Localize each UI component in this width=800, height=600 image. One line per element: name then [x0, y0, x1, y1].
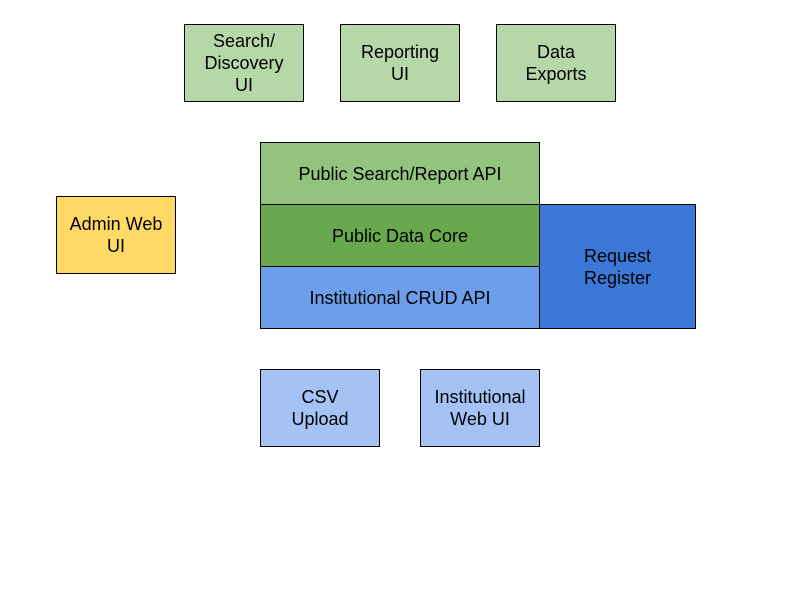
search-discovery-ui-box: Search/ Discovery UI	[184, 24, 304, 102]
institutional-crud-api-box: Institutional CRUD API	[260, 266, 540, 329]
request-register-box: Request Register	[539, 204, 696, 329]
institutional-web-ui-box: Institutional Web UI	[420, 369, 540, 447]
reporting-ui-box: Reporting UI	[340, 24, 460, 102]
data-exports-box: Data Exports	[496, 24, 616, 102]
admin-web-ui-box: Admin Web UI	[56, 196, 176, 274]
public-search-report-api-box: Public Search/Report API	[260, 142, 540, 205]
csv-upload-box: CSV Upload	[260, 369, 380, 447]
public-data-core-box: Public Data Core	[260, 204, 540, 267]
